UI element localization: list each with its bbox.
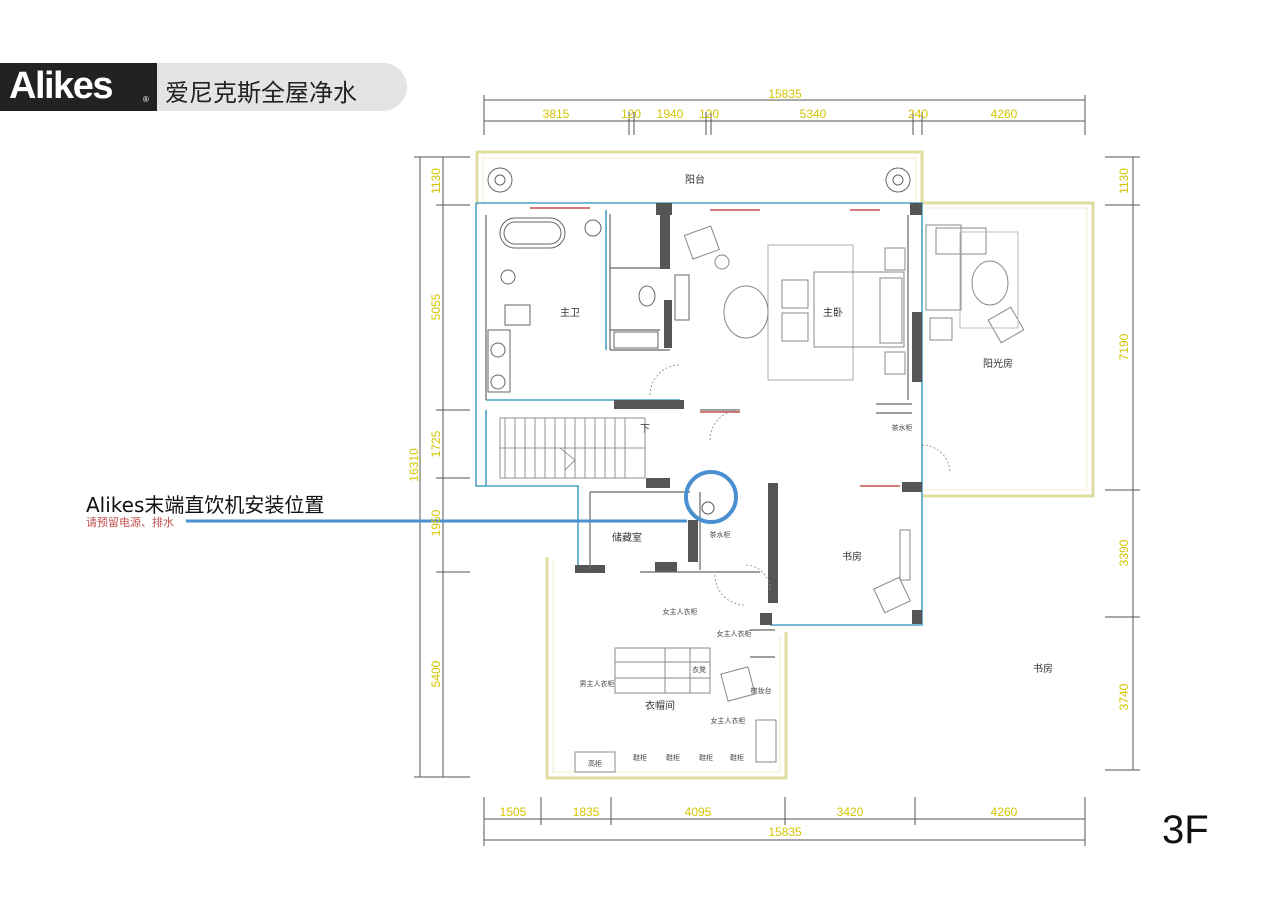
- dim-bottom-2: 4095: [685, 805, 712, 819]
- dim-top-1: 120: [621, 107, 641, 121]
- logo: Alikes ®: [0, 63, 157, 111]
- dim-top-3: 120: [699, 107, 719, 121]
- dim-left-4: 5400: [429, 660, 443, 687]
- dim-top-4: 5340: [800, 107, 827, 121]
- dim-bottom-1: 1835: [573, 805, 600, 819]
- closet-label-9: 衣凳: [692, 665, 706, 674]
- dim-bottom-3: 3420: [837, 805, 864, 819]
- closet-label-5: 鞋柜: [666, 753, 680, 762]
- bedroom-furniture: [683, 225, 906, 381]
- study-furniture: [574, 529, 911, 773]
- closet-label-3: 女主人衣柜: [711, 716, 746, 725]
- room-study: 书房: [842, 550, 862, 563]
- plants: [487, 167, 911, 193]
- dim-right-0: 1130: [1117, 168, 1131, 194]
- floor-label: 3F: [1162, 808, 1209, 852]
- dim-bottom-0: 1505: [500, 805, 527, 819]
- tagline: 爱尼克斯全屋净水: [165, 79, 357, 107]
- closet-label-10: 梳妆台: [751, 686, 772, 695]
- dim-top-2: 1940: [657, 107, 684, 121]
- stairs-down-label: 下: [640, 424, 650, 435]
- dim-right-3: 3740: [1117, 683, 1131, 710]
- room-tea-cabinet-2: 茶水柜: [710, 530, 731, 539]
- door-swings: [649, 364, 951, 606]
- dim-right-1: 7190: [1117, 333, 1131, 360]
- room-storage: 储藏室: [612, 531, 642, 544]
- room-master-bath: 主卫: [560, 307, 580, 319]
- dim-left-1: 5055: [429, 293, 443, 320]
- room-closet: 衣帽间: [645, 699, 675, 712]
- closet-label-1: 女主人衣柜: [717, 629, 752, 638]
- registered-mark: ®: [143, 95, 149, 104]
- closet-label-8: 高柜: [588, 759, 602, 768]
- dimension-lines: [414, 95, 1140, 846]
- outdoor-outlines: [475, 150, 1095, 780]
- dim-left-total: 16310: [407, 448, 421, 482]
- windows: [530, 207, 900, 487]
- dim-top-6: 4260: [991, 107, 1018, 121]
- room-study-2: 书房: [1033, 662, 1053, 675]
- dim-top-total: 15835: [768, 87, 802, 101]
- stairs: [499, 417, 646, 479]
- sunroom-furniture: [925, 224, 1025, 344]
- brand-header: Alikes ® 爱尼克斯全屋净水: [0, 63, 408, 111]
- room-tea-cabinet: 茶水柜: [892, 423, 913, 432]
- room-balcony: 阳台: [685, 173, 705, 186]
- tagline-pill: 爱尼克斯全屋净水: [157, 63, 407, 111]
- bathroom-fixtures: [487, 217, 690, 393]
- room-sunroom: 阳光房: [983, 357, 1013, 370]
- dim-top-0: 3815: [543, 107, 570, 121]
- dim-bottom-total: 15835: [768, 825, 802, 839]
- dim-top-5: 240: [908, 107, 928, 121]
- dim-right-2: 3390: [1117, 539, 1131, 566]
- walls: [575, 203, 922, 625]
- partitions: [485, 214, 912, 658]
- dim-left-3: 1950: [429, 509, 443, 536]
- install-position-marker[interactable]: [684, 470, 738, 524]
- room-master-bedroom: 主卧: [823, 306, 843, 319]
- dim-left-2: 1725: [429, 430, 443, 457]
- closet-label-4: 鞋柜: [633, 753, 647, 762]
- dim-bottom-4: 4260: [991, 805, 1018, 819]
- closet-label-2: 男主人衣柜: [580, 679, 615, 688]
- closet-label-0: 女主人衣柜: [663, 607, 698, 616]
- logo-text: Alikes: [9, 65, 113, 107]
- closet-label-7: 鞋柜: [730, 753, 744, 762]
- callout-title: Alikes末端直饮机安装位置: [86, 493, 325, 517]
- callout-subtitle: 请预留电源、排水: [86, 516, 174, 529]
- dim-left-0: 1130: [429, 168, 443, 194]
- closet-label-6: 鞋柜: [699, 753, 713, 762]
